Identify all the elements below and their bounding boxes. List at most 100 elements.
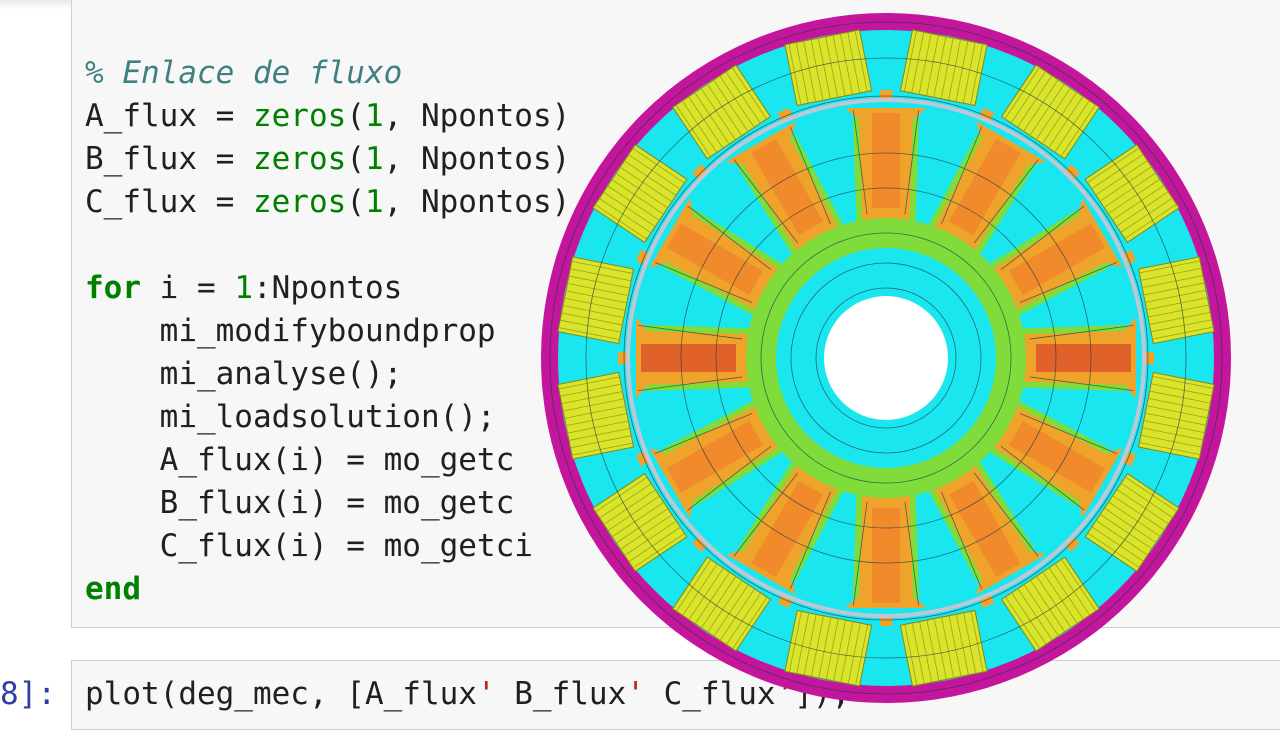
code-token: A_flux = [85, 98, 253, 134]
code-token: 1 [234, 270, 253, 306]
code-line: mi_analyse(); [85, 353, 570, 396]
flux-line [638, 324, 743, 340]
stator-slot [979, 556, 1100, 652]
flux-line [687, 445, 772, 511]
flux-contour [790, 262, 982, 454]
flux-contour [715, 187, 1057, 529]
flux-line [1019, 261, 1118, 303]
flux-line [789, 126, 831, 225]
code-line: A_flux(i) = mo_getc [85, 439, 570, 482]
code-token: B_flux = [85, 141, 253, 177]
code-token: ( [346, 184, 365, 220]
code-token: B_flux(i) = mo_getc [85, 485, 515, 521]
flux-line [852, 501, 868, 606]
flux-contour [623, 95, 1149, 621]
code-token: ( [346, 98, 365, 134]
code-token: A_flux(i) = mo_getc [85, 442, 515, 478]
code-line: B_flux(i) = mo_getc [85, 482, 570, 525]
code-line: end [85, 568, 570, 611]
code-line: C_flux = zeros(1, Npontos) [85, 181, 570, 224]
code-line [85, 224, 570, 267]
code-token: mi_analyse(); [85, 356, 403, 392]
stator-slot [784, 29, 892, 107]
stator-slot [880, 609, 988, 687]
stator-slot [672, 64, 793, 160]
code-line: mi_modifyboundprop [85, 310, 570, 353]
code-token: , Npontos) [383, 184, 571, 220]
stator-slot [1000, 64, 1100, 180]
code-token: 1 [364, 184, 384, 220]
code-line: mi_loadsolution(); [85, 396, 570, 439]
flux-contour [815, 287, 957, 429]
code-token: C_flux(i) = mo_getci [85, 528, 533, 564]
fem-motor-figure [541, 13, 1231, 703]
stator-slot [557, 352, 635, 460]
air-gap [626, 98, 1146, 618]
flux-line [654, 413, 753, 455]
code-token: 1 [364, 98, 384, 134]
code-line: B_flux = zeros(1, Npontos) [85, 138, 570, 181]
flux-contour [680, 152, 1092, 564]
flux-line [733, 159, 799, 244]
code-cell-2-source[interactable]: plot(deg_mec, [A_flux' B_flux' C_flux'])… [85, 676, 850, 712]
flux-line [1019, 413, 1118, 455]
code-token: 1 [364, 141, 384, 177]
shaft-hole [824, 296, 948, 420]
flux-line [789, 491, 831, 590]
code-line: % Enlace de fluxo [85, 52, 570, 95]
stator-slots [557, 29, 1215, 687]
flux-line [904, 110, 920, 215]
code-token: (deg_mec, [A_flux [159, 676, 477, 712]
flux-line [852, 110, 868, 215]
flux-line [1000, 205, 1085, 271]
stator-slot [1084, 144, 1180, 265]
flux-line [941, 491, 983, 590]
code-token: B_flux [495, 676, 627, 712]
flux-line [654, 261, 753, 303]
rotor-tooth [726, 447, 852, 595]
stator-slot [1122, 371, 1215, 467]
stator-slot [899, 29, 995, 122]
code-line: A_flux = zeros(1, Npontos) [85, 95, 570, 138]
flux-contour [549, 21, 1223, 695]
code-token: zeros [252, 184, 347, 220]
flux-line [904, 501, 920, 606]
stator-slot [1137, 256, 1215, 364]
code-token: plot [85, 676, 160, 712]
code-token: i = [141, 270, 235, 306]
code-token: C_flux [644, 676, 776, 712]
code-token: , Npontos) [383, 98, 571, 134]
stator-slot [672, 536, 772, 652]
stator-slot [1064, 472, 1180, 572]
flux-line [638, 376, 743, 392]
code-token: :Npontos [253, 270, 403, 306]
flux-line [1029, 376, 1134, 392]
stator-slot [557, 249, 650, 345]
code-line: for i = 1:Npontos [85, 267, 570, 310]
code-token: zeros [252, 141, 347, 177]
flux-line [973, 159, 1039, 244]
code-token: % Enlace de fluxo [85, 55, 403, 91]
flux-lines [549, 21, 1223, 695]
code-line: C_flux(i) = mo_getci [85, 525, 570, 568]
flux-line [1029, 324, 1134, 340]
code-token: ' [476, 676, 496, 712]
code-token: zeros [252, 98, 347, 134]
flux-line [973, 472, 1039, 557]
code-token: ' [626, 676, 645, 712]
flux-contour [585, 57, 1187, 659]
code-token: ( [346, 141, 365, 177]
code-token: C_flux = [85, 184, 253, 220]
code-token: mi_modifyboundprop [85, 313, 496, 349]
flux-line [687, 205, 772, 271]
flux-line [733, 472, 799, 557]
code-token: for [85, 270, 141, 306]
flux-line [941, 126, 983, 225]
flux-contour [760, 232, 1012, 484]
stator-slot [777, 594, 873, 687]
stator-slot [592, 144, 708, 244]
cell-prompt: 8]: [0, 676, 56, 712]
flux-line [1000, 445, 1085, 511]
code-token: end [85, 571, 141, 607]
